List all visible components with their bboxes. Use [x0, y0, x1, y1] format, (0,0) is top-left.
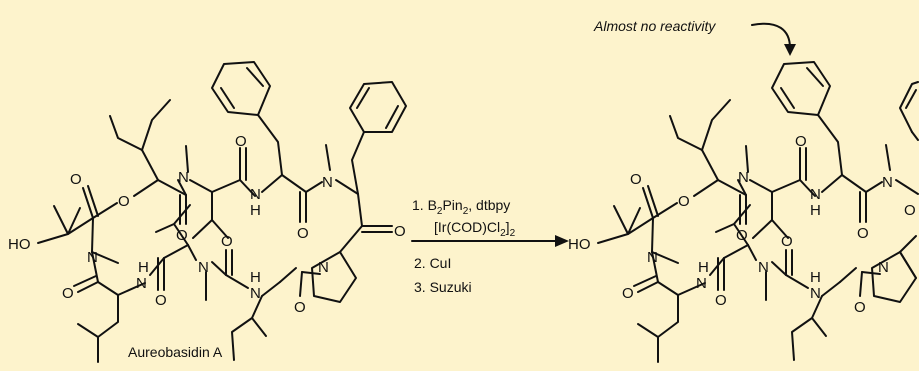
- atom-label-hydrogen: H: [810, 269, 821, 286]
- condition-step-1: 1. B2Pin2, dtbpy: [412, 197, 510, 217]
- atom-label-hydroxyl: HO: [568, 236, 591, 253]
- atom-label-oxygen: O: [155, 292, 167, 309]
- atom-label-nitrogen: N: [810, 186, 821, 203]
- atom-label-oxygen: O: [854, 299, 866, 316]
- atom-label-hydroxyl: HO: [8, 236, 31, 253]
- atom-labels: HO O O N O N H O N O N H O N O N O N H O…: [8, 133, 406, 316]
- atom-label-oxygen: O: [297, 225, 309, 242]
- atom-label-nitrogen: N: [178, 169, 189, 186]
- atom-labels: HO O O N O N H O N O N H O N O N O N H O…: [568, 133, 916, 316]
- bond-skeleton: [37, 61, 407, 363]
- atom-label-oxygen: O: [795, 133, 807, 150]
- atom-label-oxygen: O: [736, 227, 748, 244]
- atom-label-oxygen: O: [294, 299, 306, 316]
- atom-label-oxygen: O: [904, 202, 916, 219]
- atom-label-hydrogen: H: [698, 259, 709, 276]
- atom-label-oxygen: O: [715, 292, 727, 309]
- annotation-text: Almost no reactivity: [593, 18, 716, 34]
- atom-label-nitrogen: N: [87, 249, 98, 266]
- condition-step-3: 3. Suzuki: [414, 279, 472, 295]
- atom-label-nitrogen: N: [647, 249, 658, 266]
- atom-label-oxygen: O: [857, 225, 869, 242]
- atom-label-nitrogen: N: [738, 169, 749, 186]
- atom-label-nitrogen: N: [878, 259, 889, 276]
- atom-label-nitrogen: N: [250, 186, 261, 203]
- atom-label-oxygen: O: [118, 193, 130, 210]
- atom-label-oxygen: O: [630, 171, 642, 188]
- atom-label-nitrogen: N: [810, 285, 821, 302]
- atom-label-nitrogen: N: [322, 174, 333, 191]
- bond-skeleton: [597, 61, 919, 363]
- condition-catalyst: [Ir(COD)Cl2]2: [434, 219, 516, 239]
- atom-label-oxygen: O: [62, 285, 74, 302]
- product-structure: HO O O N O N H O N O N H O N O N O N H O…: [568, 61, 919, 363]
- atom-label-oxygen: O: [622, 285, 634, 302]
- arrow-head: [555, 235, 569, 247]
- atom-label-oxygen: O: [678, 193, 690, 210]
- atom-label-hydrogen: H: [250, 269, 261, 286]
- annotation-arrow-curve: [751, 22, 791, 49]
- atom-label-oxygen: O: [394, 223, 406, 240]
- atom-label-oxygen: O: [70, 171, 82, 188]
- condition-step-2: 2. CuI: [414, 255, 451, 271]
- atom-label-nitrogen: N: [318, 259, 329, 276]
- atom-label-hydrogen: H: [138, 259, 149, 276]
- atom-label-nitrogen: N: [758, 259, 769, 276]
- atom-label-nitrogen: N: [198, 259, 209, 276]
- atom-label-oxygen: O: [781, 233, 793, 250]
- reaction-conditions: 1. B2Pin2, dtbpy [Ir(COD)Cl2]2 2. CuI 3.…: [412, 197, 516, 295]
- atom-label-nitrogen: N: [882, 174, 893, 191]
- annotation-group: Almost no reactivity: [593, 18, 796, 56]
- atom-label-nitrogen: N: [696, 275, 707, 292]
- compound-name-label: Aureobasidin A: [128, 344, 223, 360]
- atom-label-nitrogen: N: [136, 275, 147, 292]
- atom-label-nitrogen: N: [250, 285, 261, 302]
- atom-label-hydrogen: H: [810, 202, 821, 219]
- aureobasidin-a-structure: HO O O N O N H O N O N H O N O N O N H O…: [8, 61, 407, 363]
- atom-label-hydrogen: H: [250, 202, 261, 219]
- atom-label-oxygen: O: [235, 133, 247, 150]
- annotation-arrow-head: [784, 44, 796, 56]
- atom-label-oxygen: O: [221, 233, 233, 250]
- atom-label-oxygen: O: [176, 227, 188, 244]
- reaction-arrow: [411, 235, 569, 247]
